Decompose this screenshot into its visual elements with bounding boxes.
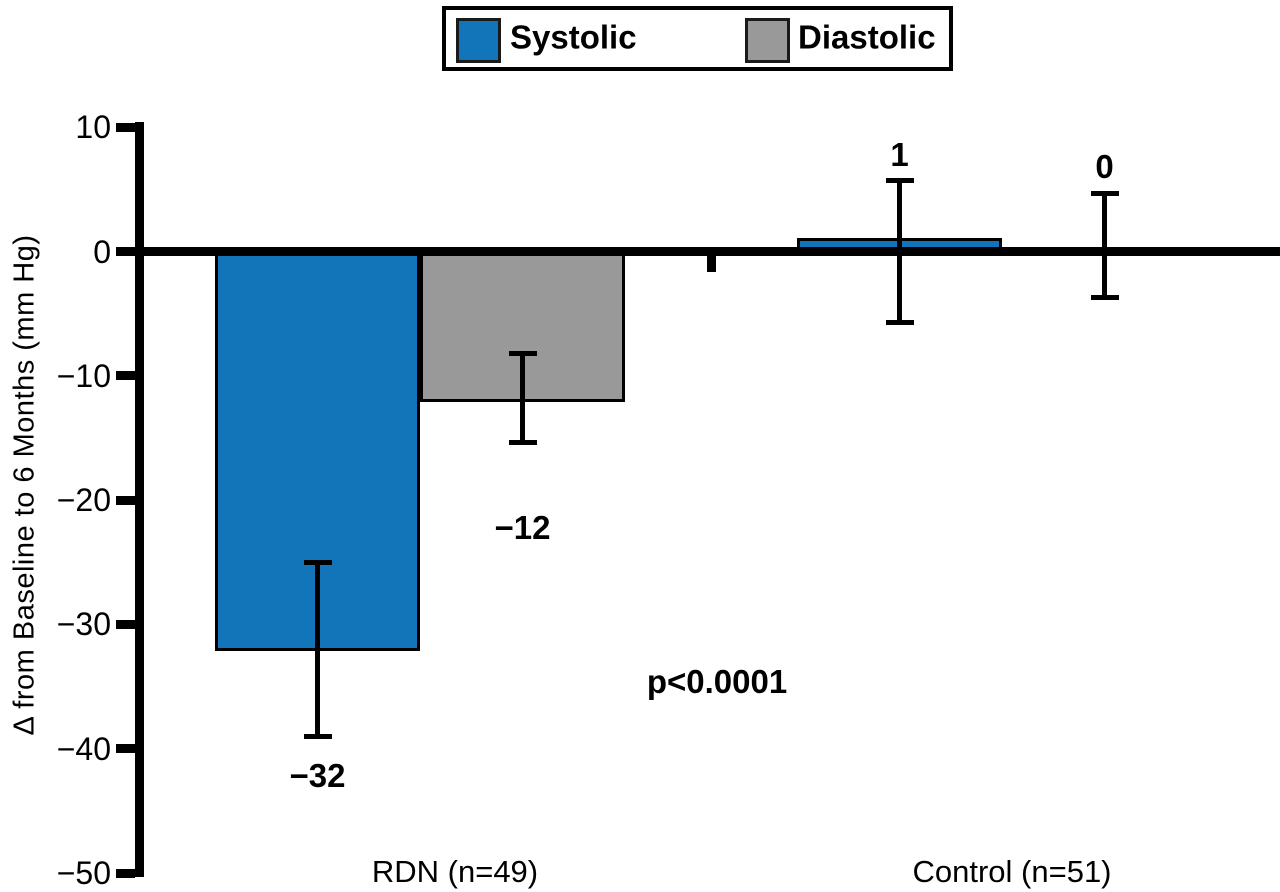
legend-swatch-diastolic — [745, 18, 790, 63]
error-bar-cap-rdn-n-49-systolic — [303, 733, 332, 739]
y-tick-label: −50 — [56, 855, 111, 891]
y-axis-spine — [134, 122, 144, 877]
error-bar-cap-rdn-n-49-systolic — [303, 559, 332, 565]
y-tick-label: 10 — [75, 109, 111, 146]
y-tick-label: 0 — [93, 233, 111, 270]
legend-swatch-systolic — [456, 18, 501, 63]
value-label-control-n-51-diastolic: 0 — [1095, 148, 1114, 186]
error-bar-line-control-n-51-diastolic — [1102, 193, 1107, 298]
error-bar-cap-control-n-51-diastolic — [1090, 294, 1119, 300]
y-tick-label: −10 — [56, 357, 111, 394]
group-label-control-n-51: Control (n=51) — [912, 854, 1112, 889]
value-label-rdn-n-49-diastolic: −12 — [494, 508, 551, 546]
group-label-rdn-n-49: RDN (n=49) — [371, 854, 539, 889]
y-axis-tick — [116, 122, 135, 132]
error-bar-cap-rdn-n-49-diastolic — [508, 350, 537, 356]
p-value-annotation: p<0.0001 — [646, 663, 788, 700]
y-axis-tick — [116, 247, 135, 256]
y-axis-tick — [116, 371, 135, 381]
error-bar-cap-control-n-51-systolic — [885, 319, 914, 325]
y-tick-label: −30 — [56, 606, 111, 643]
value-label-control-n-51-systolic: 1 — [890, 135, 909, 173]
y-tick-label: −20 — [56, 482, 111, 519]
y-axis-tick — [116, 619, 135, 629]
error-bar-cap-rdn-n-49-diastolic — [508, 440, 537, 446]
y-axis-tick — [116, 868, 135, 878]
error-bar-line-rdn-n-49-systolic — [315, 562, 320, 737]
legend-label-systolic: Systolic — [510, 17, 637, 55]
legend-label-diastolic: Diastolic — [798, 17, 936, 55]
x-axis-group-tick — [706, 251, 716, 272]
legend: Systolic Diastolic — [442, 6, 953, 71]
y-axis-tick — [116, 744, 135, 754]
y-tick-label: −40 — [56, 730, 111, 767]
y-axis-tick — [116, 495, 135, 505]
error-bar-cap-control-n-51-systolic — [885, 178, 914, 184]
error-bar-line-control-n-51-systolic — [897, 180, 902, 323]
error-bar-cap-control-n-51-diastolic — [1090, 190, 1119, 196]
value-label-rdn-n-49-systolic: −32 — [289, 757, 346, 795]
error-bar-line-rdn-n-49-diastolic — [520, 353, 525, 443]
